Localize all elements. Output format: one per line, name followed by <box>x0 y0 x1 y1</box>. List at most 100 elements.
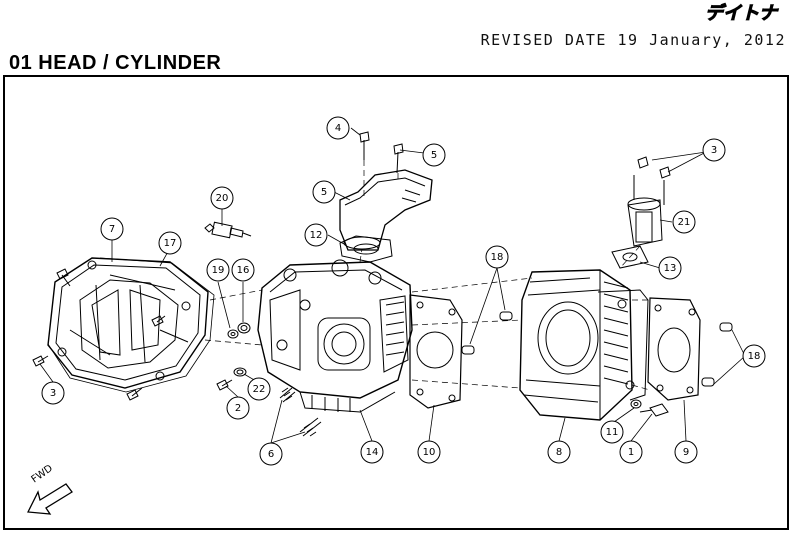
callout-14: 14 <box>360 440 384 464</box>
callout-label: 7 <box>109 224 115 235</box>
callout-19: 19 <box>206 258 230 282</box>
callout-circle <box>100 217 124 241</box>
callout-label: 12 <box>310 230 323 241</box>
cylinder-block <box>519 269 649 421</box>
callout-3: 3 <box>41 381 65 405</box>
callout-label: 4 <box>335 123 341 134</box>
callout-circle <box>600 420 624 444</box>
callout-12: 12 <box>304 223 328 247</box>
forward-arrow <box>26 483 73 515</box>
brand-logo: デイトナ <box>695 2 787 25</box>
dowel-pins <box>461 311 733 387</box>
callout-circle <box>674 440 698 464</box>
callout-3: 3 <box>702 138 726 162</box>
callout-circle <box>485 245 509 269</box>
chain-tensioner <box>627 156 671 247</box>
callout-17: 17 <box>158 231 182 255</box>
callout-circle <box>360 440 384 464</box>
callout-label: 18 <box>748 351 761 362</box>
callout-circle <box>672 210 696 234</box>
valve-cover-gasket <box>47 257 215 393</box>
callout-circle <box>41 381 65 405</box>
alignment-lines <box>204 160 651 391</box>
intake-bolts <box>359 131 404 174</box>
diagram-frame <box>3 75 789 530</box>
cover-bolt <box>32 268 166 401</box>
callout-circle <box>247 377 271 401</box>
callout-label: 1 <box>628 447 634 458</box>
callout-9: 9 <box>674 440 698 464</box>
callout-18: 18 <box>742 344 766 368</box>
callout-circle <box>702 138 726 162</box>
callout-label: 14 <box>366 447 379 458</box>
callout-label: 11 <box>606 427 619 438</box>
callout-label: 8 <box>556 447 562 458</box>
callout-circle <box>206 258 230 282</box>
callout-circle <box>312 180 336 204</box>
callout-13: 13 <box>658 256 682 280</box>
head-gasket <box>409 294 463 409</box>
callout-11: 11 <box>600 420 624 444</box>
revised-date: REVISED DATE 19 January, 2012 <box>480 31 786 49</box>
callout-circle <box>326 116 350 140</box>
callout-5: 5 <box>312 180 336 204</box>
callout-circle <box>259 442 283 466</box>
callout-label: 2 <box>235 403 241 414</box>
callout-circle <box>742 344 766 368</box>
callout-label: 3 <box>50 388 56 399</box>
callout-label: 21 <box>678 217 691 228</box>
drain-bolt <box>630 399 669 417</box>
callout-label: 10 <box>423 447 436 458</box>
callout-10: 10 <box>417 440 441 464</box>
callout-20: 20 <box>210 186 234 210</box>
callout-label: 5 <box>431 150 437 161</box>
callout-circle <box>231 258 255 282</box>
callout-circle <box>619 440 643 464</box>
callout-label: 18 <box>491 252 504 263</box>
callout-4: 4 <box>326 116 350 140</box>
callout-circle <box>417 440 441 464</box>
callout-8: 8 <box>547 440 571 464</box>
forward-label: FWD <box>30 463 56 486</box>
intake-manifold <box>339 169 433 251</box>
callout-label: 13 <box>664 263 677 274</box>
callout-label: 19 <box>212 265 225 276</box>
callout-label: 9 <box>683 447 689 458</box>
callout-22: 22 <box>247 377 271 401</box>
callout-circle <box>658 256 682 280</box>
callout-1: 1 <box>619 440 643 464</box>
callout-label: 16 <box>237 265 250 276</box>
callout-21: 21 <box>672 210 696 234</box>
callout-circle <box>304 223 328 247</box>
callout-16: 16 <box>231 258 255 282</box>
callout-circle <box>210 186 234 210</box>
callout-label: 5 <box>321 187 327 198</box>
callout-label: 20 <box>216 193 229 204</box>
callout-label: 22 <box>253 384 266 395</box>
callout-circle <box>422 143 446 167</box>
callout-circle <box>158 231 182 255</box>
brand-logo-text: デイトナ <box>705 3 779 24</box>
callout-7: 7 <box>100 217 124 241</box>
tensioner-gasket <box>611 245 649 269</box>
page-title: 01 HEAD / CYLINDER <box>9 52 222 74</box>
callout-5: 5 <box>422 143 446 167</box>
callout-circle <box>547 440 571 464</box>
spark-plug <box>204 221 252 239</box>
callout-6: 6 <box>259 442 283 466</box>
callout-circle <box>226 396 250 420</box>
valve-cover <box>47 257 209 389</box>
cylinder-base-gasket <box>647 297 701 401</box>
callout-label: 3 <box>711 145 717 156</box>
callout-label: 6 <box>268 449 274 460</box>
callout-18: 18 <box>485 245 509 269</box>
studs <box>279 387 322 437</box>
callout-label: 17 <box>164 238 177 249</box>
leader-lines <box>39 127 746 444</box>
callout-2: 2 <box>226 396 250 420</box>
intake-gasket <box>339 235 393 263</box>
cylinder-head <box>257 259 413 413</box>
washer-set <box>216 322 251 391</box>
